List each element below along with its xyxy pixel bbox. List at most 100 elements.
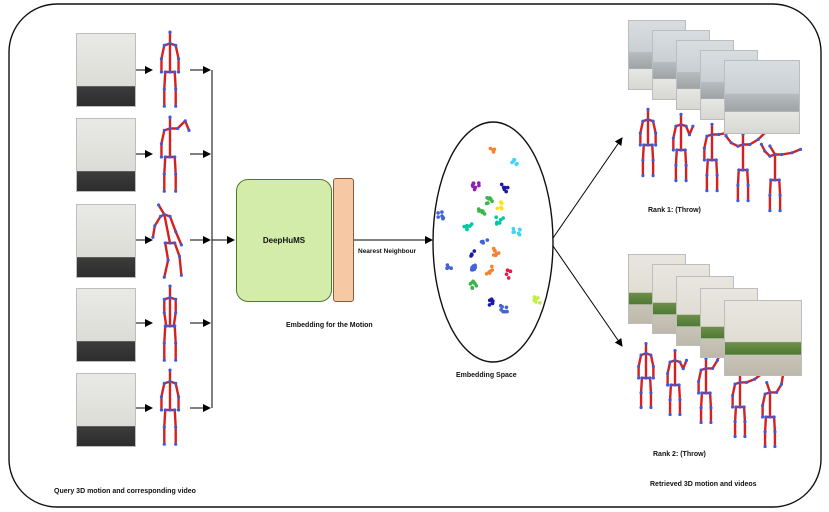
skeleton-bone <box>160 382 166 398</box>
embedding-point <box>495 220 499 225</box>
skeleton-joint <box>646 117 650 122</box>
skeleton-joint <box>637 376 641 380</box>
skeleton-bone <box>708 391 713 409</box>
embedding-point <box>508 269 513 274</box>
skeleton-joint <box>736 144 740 148</box>
skeleton-bone <box>703 134 709 150</box>
skeleton-joint <box>697 379 701 384</box>
embedding-point <box>496 251 501 255</box>
query-photo-4 <box>76 288 136 362</box>
skeleton-joint <box>159 408 164 412</box>
skeleton-joint <box>644 376 648 380</box>
embedding-point <box>490 199 494 203</box>
skeleton-bone <box>778 178 782 197</box>
skeleton-joint <box>162 43 166 48</box>
skeleton-joint <box>763 149 767 153</box>
skeleton-joint <box>743 420 747 424</box>
query-photo-2 <box>76 118 136 192</box>
embedding-point <box>481 239 485 244</box>
skeleton-figure <box>638 107 658 178</box>
skeleton-bone <box>746 168 750 187</box>
skeleton-joint <box>179 243 183 247</box>
skeleton-joint <box>651 364 655 369</box>
skeleton-joint <box>684 124 688 128</box>
skeleton-joint <box>699 420 703 425</box>
embedding-point <box>486 201 490 205</box>
skeleton-joint <box>745 168 749 172</box>
embedding-point <box>502 309 507 314</box>
skeleton-joint <box>168 155 172 159</box>
skeleton-bone <box>163 70 167 91</box>
skeleton-figure <box>671 112 695 183</box>
skeleton-joint <box>736 199 740 203</box>
embedding-point <box>534 300 538 304</box>
skeleton-joint <box>710 132 714 137</box>
embedding-point <box>511 159 516 164</box>
skeleton-joint <box>761 403 765 408</box>
skeleton-joint <box>159 57 164 61</box>
embedding-space-label: Embedding Space <box>456 372 517 379</box>
skeleton-joint <box>162 189 166 193</box>
skeleton-figure <box>151 203 183 279</box>
skeleton-joint <box>176 70 181 74</box>
skeleton-joint <box>168 241 172 245</box>
skeleton-joint <box>705 134 709 138</box>
skeleton-joint <box>159 155 164 159</box>
skeleton-joint <box>162 425 166 429</box>
skeleton-joint <box>168 41 172 46</box>
embedding-point <box>538 301 542 305</box>
embedding-point <box>465 223 469 228</box>
skeleton-joint <box>176 57 181 61</box>
skeleton-joint <box>741 142 745 147</box>
skeleton-bone <box>163 324 167 345</box>
skeleton-bone <box>666 360 672 375</box>
embedding-point <box>491 150 496 154</box>
skeleton-joint <box>668 398 672 402</box>
embedding-point <box>497 221 502 225</box>
embedding-point <box>503 185 507 190</box>
skeleton-joint <box>768 144 772 148</box>
skeleton-bone <box>639 119 645 135</box>
embedding-point <box>469 222 474 226</box>
embedding-point <box>445 263 450 267</box>
skeleton-joint <box>671 148 675 152</box>
skeleton-joint <box>769 178 773 182</box>
skeleton-joint <box>168 126 172 131</box>
skeleton-bone <box>780 373 785 386</box>
skeleton-bone <box>173 324 177 345</box>
embedding-point <box>474 284 479 288</box>
embedding-point <box>489 297 494 302</box>
skeleton-bone <box>172 311 177 328</box>
skeleton-joint <box>763 430 767 434</box>
skeleton-joint <box>168 324 172 328</box>
skeleton-joint <box>729 141 733 145</box>
skeleton-joint <box>163 70 167 74</box>
skeleton-joint <box>737 168 741 172</box>
skeleton-bone <box>772 415 777 433</box>
skeleton-joint <box>673 358 677 362</box>
skeleton-joint <box>759 142 764 146</box>
skeleton-joint <box>681 367 685 371</box>
skeleton-joint <box>163 241 167 245</box>
skeleton-joint <box>162 172 166 176</box>
embedding-point <box>512 230 516 234</box>
skeleton-joint <box>163 155 167 159</box>
skeleton-joint <box>174 189 178 193</box>
skeleton-joint <box>651 174 655 178</box>
skeleton-joint <box>668 412 672 417</box>
skeleton-joint <box>768 154 772 158</box>
skeleton-bone <box>668 383 673 401</box>
skeleton-joint <box>678 360 682 364</box>
skeleton-joint <box>715 358 720 362</box>
skeleton-joint <box>675 148 679 152</box>
skeleton-joint <box>158 214 163 218</box>
query-caption: Query 3D motion and corresponding video <box>54 488 196 495</box>
skeleton-joint <box>654 143 658 147</box>
skeleton-joint <box>683 148 687 152</box>
skeleton-bone <box>768 178 772 197</box>
skeleton-joint <box>748 142 752 147</box>
query-arrows <box>136 66 433 412</box>
skeleton-joint <box>651 119 655 123</box>
skeleton-bone <box>168 215 177 233</box>
